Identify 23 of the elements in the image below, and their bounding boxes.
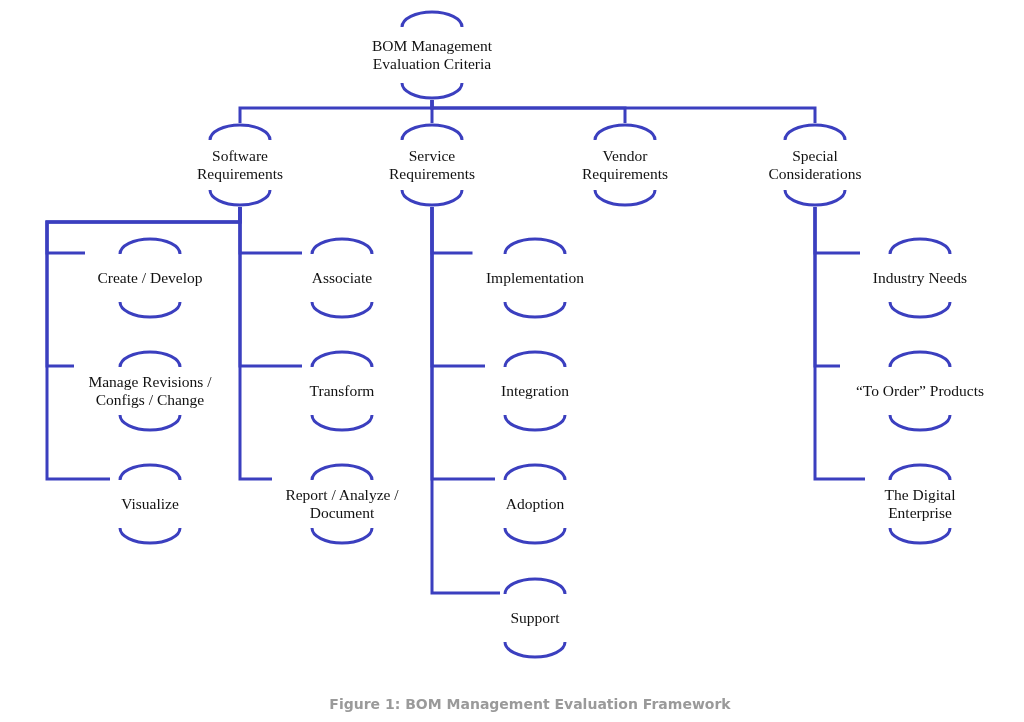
node-label: The Digital Enterprise <box>883 486 957 522</box>
node-label: Associate <box>311 269 373 287</box>
node-label: Create / Develop <box>97 269 203 287</box>
connector-line <box>430 100 817 123</box>
node-label: Software Requirements <box>195 147 285 183</box>
node-label: Manage Revisions / Configs / Change <box>87 373 213 409</box>
node-label: BOM Management Evaluation Criteria <box>370 37 494 73</box>
node-label: Service Requirements <box>387 147 477 183</box>
connector-line <box>238 207 272 481</box>
node-label: Transform <box>309 382 375 400</box>
figure-caption: Figure 1: BOM Management Evaluation Framework <box>328 696 732 712</box>
node-label: Integration <box>501 382 569 400</box>
node-label: Industry Needs <box>872 269 968 287</box>
connector-line <box>430 207 500 595</box>
node-label: Special Considerations <box>767 147 863 183</box>
node-label: Implementation <box>485 269 585 287</box>
node-label: “To Order” Products <box>855 382 984 400</box>
node-label: Report / Analyze / Document <box>284 486 400 522</box>
node-label: Visualize <box>121 495 179 513</box>
connector-line <box>813 207 865 481</box>
node-label: Support <box>510 609 560 627</box>
node-label: Adoption <box>505 495 565 513</box>
node-label: Vendor Requirements <box>580 147 670 183</box>
